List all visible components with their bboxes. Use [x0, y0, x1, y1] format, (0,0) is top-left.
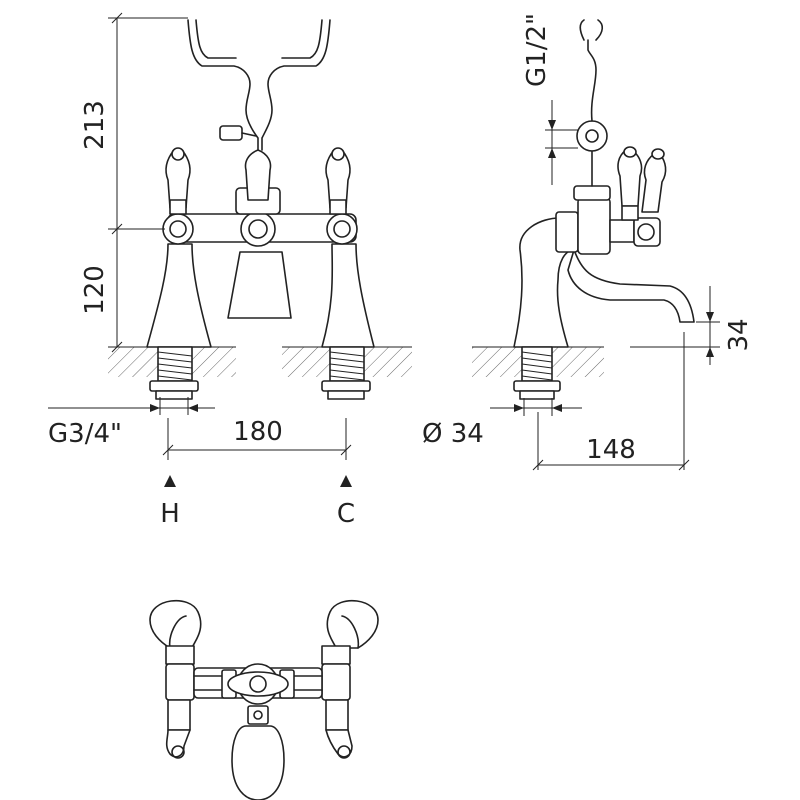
top-view	[149, 599, 379, 800]
left-inlet	[149, 346, 199, 400]
front-view: 213 120 G3/4" 180 H C	[48, 12, 412, 529]
hot-arrow-icon	[164, 475, 176, 487]
dim-diameter-label: Ø 34	[422, 419, 484, 449]
dim-inlet-thread-label: G3/4"	[48, 419, 122, 449]
cold-arrow-icon	[340, 475, 352, 487]
dim-34-label: 34	[724, 318, 754, 351]
dim-120-label: 120	[80, 265, 110, 315]
hot-label: H	[160, 499, 180, 529]
dim-handset-thread-label: G1/2"	[522, 13, 552, 87]
side-view: G1/2" 34 Ø 34 148	[422, 13, 754, 471]
dim-180-label: 180	[233, 417, 283, 447]
dim-148-label: 148	[586, 435, 636, 465]
right-inlet	[321, 346, 371, 400]
cold-label: C	[337, 499, 355, 529]
dim-213-label: 213	[80, 100, 110, 150]
